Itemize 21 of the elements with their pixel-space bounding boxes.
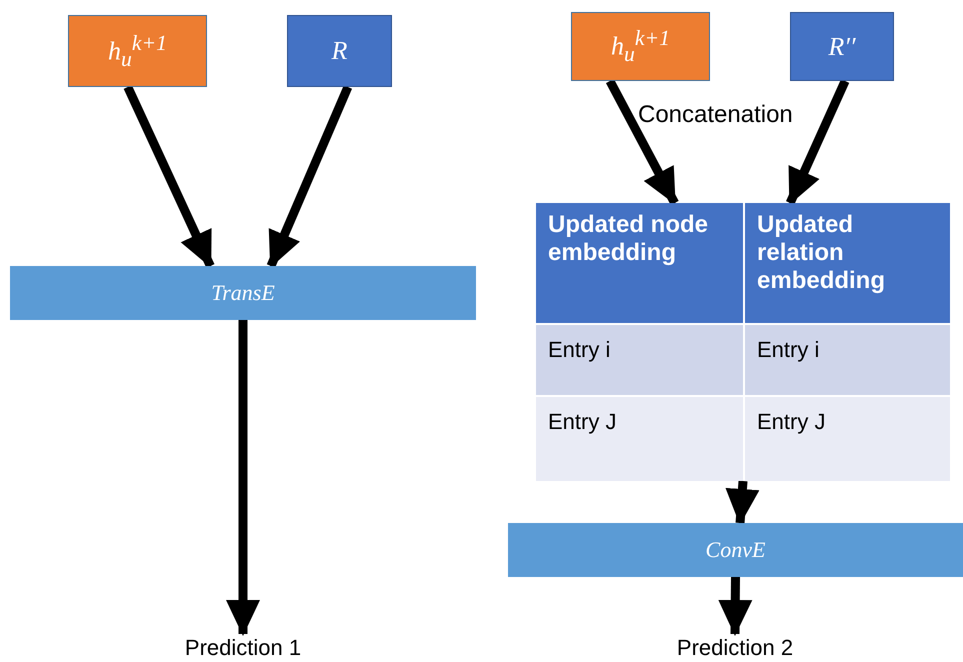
arrow — [718, 576, 752, 636]
table-cell: Entry J — [536, 397, 743, 481]
annotation-text: Concatenation — [638, 101, 793, 129]
variable-box: R′′ — [790, 12, 894, 81]
arrow — [725, 480, 760, 525]
table-cell: Entry J — [745, 397, 950, 481]
arrow — [606, 78, 679, 206]
arrow — [786, 79, 850, 205]
model-bar: TransE — [10, 266, 476, 320]
table-cell: Entry i — [745, 325, 950, 395]
table-header: Updated node embedding — [536, 203, 743, 323]
output-label: Prediction 1 — [163, 634, 323, 662]
embedding-table — [536, 203, 950, 481]
arrow — [226, 320, 260, 636]
arrow — [266, 85, 352, 268]
variable-box: R — [287, 15, 392, 87]
arrow — [124, 85, 214, 268]
output-label: Prediction 2 — [655, 634, 815, 662]
table-cell: Entry i — [536, 325, 743, 395]
table-header: Updated relation embedding — [745, 203, 950, 323]
model-bar: ConvE — [508, 523, 963, 577]
